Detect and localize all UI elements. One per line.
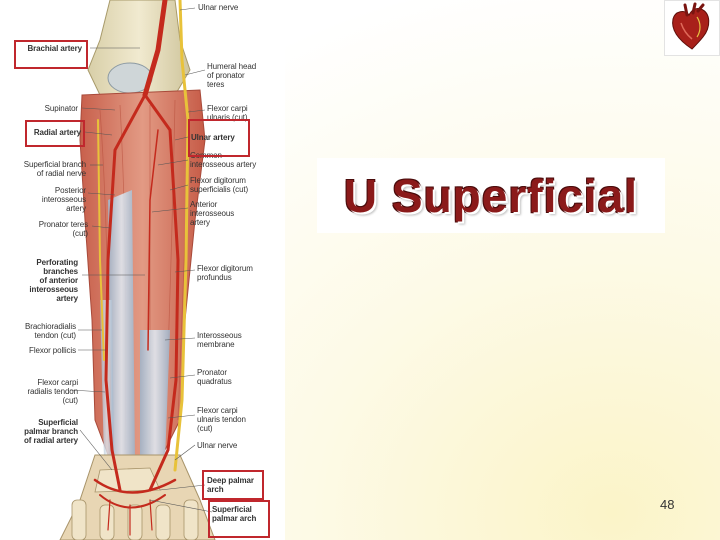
highlight-box-ulnar-artery [188, 119, 250, 157]
label-perforating-branches: Perforating branches of anterior interos… [29, 258, 78, 303]
forearm-anatomy-figure: Brachial artery Supinator Radial artery … [0, 0, 285, 540]
label-flexor-carpi-ulnaris-cut: Flexor carpi ulnaris (cut) [207, 104, 248, 122]
highlight-box-brachial-artery [14, 40, 88, 69]
heart-logo [664, 0, 720, 56]
highlight-box-radial-artery [25, 120, 85, 147]
label-ulnar-artery: Ulnar artery [191, 133, 235, 142]
label-supinator: Supinator [44, 104, 78, 113]
label-flexor-digitorum-profundus: Flexor digitorum profundus [197, 264, 253, 282]
label-pronator-quadratus: Pronator quadratus [197, 368, 232, 386]
label-superficial-palmar-arch: Superficial palmar arch [212, 505, 257, 523]
label-flexor-carpi-ulnaris-tendon: Flexor carpi ulnaris tendon (cut) [197, 406, 246, 433]
label-deep-palmar-arch: Deep palmar arch [207, 476, 254, 494]
label-pronator-teres-cut: Pronator teres (cut) [38, 220, 88, 238]
label-brachial-artery: Brachial artery [27, 44, 82, 53]
label-radial-artery: Radial artery [33, 128, 81, 137]
label-interosseous-membrane: Interosseous membrane [197, 331, 242, 349]
heart-icon [672, 2, 710, 50]
label-superficial-branch-radial-nerve: Superficial branch of radial nerve [23, 160, 86, 178]
label-flexor-carpi-radialis-tendon: Flexor carpi radialis tendon (cut) [27, 378, 78, 405]
page-number: 48 [660, 497, 675, 512]
title-banner: U Superficial [317, 158, 665, 233]
label-ulnar-nerve-bottom: Ulnar nerve [197, 441, 238, 450]
highlight-box-deep-palmar-arch [202, 470, 264, 500]
label-anterior-interosseous-artery: Anterior interosseous artery [190, 200, 235, 227]
label-flexor-digitorum-superficialis: Flexor digitorum superficialis (cut) [190, 176, 249, 194]
slide-title: U Superficial [343, 169, 639, 222]
label-flexor-pollicis: Flexor pollicis [29, 346, 76, 355]
highlight-box-superficial-palmar-arch [208, 500, 270, 538]
label-superficial-palmar-branch: Superficial palmar branch of radial arte… [24, 418, 78, 445]
label-brachioradialis-tendon: Brachioradialis tendon (cut) [25, 322, 76, 340]
label-ulnar-nerve-top: Ulnar nerve [198, 3, 239, 12]
label-humeral-head: Humeral head of pronator teres [207, 62, 257, 89]
label-posterior-interosseous-artery: Posterior interosseous artery [41, 186, 86, 213]
